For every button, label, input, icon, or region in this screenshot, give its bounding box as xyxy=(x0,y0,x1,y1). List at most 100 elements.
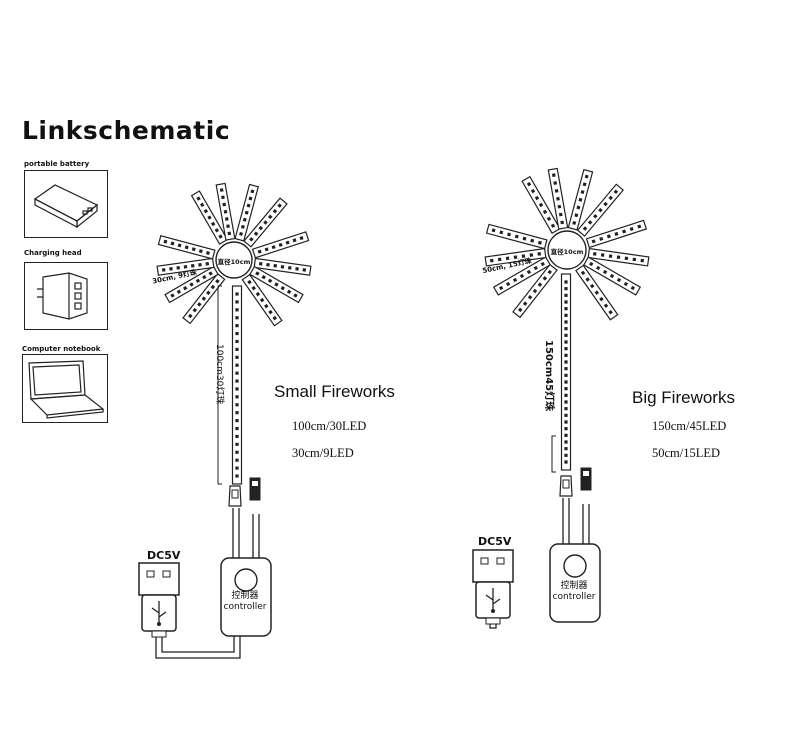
laptop-box xyxy=(22,354,108,423)
led-dot xyxy=(564,347,568,351)
led-dot xyxy=(249,237,254,242)
small-trunk-label: 100cm30灯珠 xyxy=(214,344,224,405)
big-usb-cable-stub xyxy=(489,624,497,629)
led-dot xyxy=(519,273,525,279)
led-dot xyxy=(564,440,568,444)
led-dot xyxy=(517,307,523,313)
led-dot xyxy=(197,302,202,307)
led-dot xyxy=(221,195,225,200)
small-connector-pin xyxy=(231,489,239,499)
led-dot xyxy=(258,225,264,231)
led-dot xyxy=(613,189,619,195)
led-dot xyxy=(235,347,239,351)
led-dot xyxy=(285,240,290,245)
big-controller-cn: 控制器 xyxy=(560,581,588,591)
led-dot xyxy=(244,210,249,215)
battery-icon xyxy=(33,184,99,229)
small-branch-strip xyxy=(243,197,288,248)
led-dot xyxy=(223,209,228,214)
led-dot xyxy=(258,261,263,266)
led-dot xyxy=(498,285,504,291)
big-usb-symbol-icon xyxy=(485,588,501,610)
led-dot xyxy=(564,380,568,384)
led-dot xyxy=(564,307,568,311)
led-dot xyxy=(522,236,527,241)
led-dot xyxy=(527,295,533,300)
led-dot xyxy=(189,282,194,287)
small-branch-strip xyxy=(182,272,226,325)
led-dot xyxy=(224,217,229,221)
led-dot xyxy=(564,420,568,424)
led-dot xyxy=(191,247,196,252)
led-dot xyxy=(235,395,239,399)
led-dot xyxy=(286,289,292,295)
led-dot xyxy=(264,303,269,309)
led-dot xyxy=(240,224,245,229)
big-branch-strip xyxy=(585,219,648,249)
small-branch-strip xyxy=(234,183,260,242)
big-trunk-strip xyxy=(560,273,572,471)
big-usb-symbol-dot xyxy=(491,609,495,613)
led-dot xyxy=(553,181,558,185)
led-dot xyxy=(603,201,608,207)
led-dot xyxy=(192,307,198,313)
led-dot xyxy=(558,212,563,217)
big-controller-cable xyxy=(582,504,590,544)
led-dot xyxy=(266,262,270,267)
led-dot xyxy=(170,241,175,246)
big-branch-strip xyxy=(492,256,552,296)
big-branch-strip xyxy=(576,183,625,237)
led-dot xyxy=(609,273,615,279)
charger-label: Charging head xyxy=(24,249,82,257)
led-dot xyxy=(550,223,556,228)
led-dot xyxy=(564,427,568,431)
led-dot xyxy=(564,280,568,284)
led-dot xyxy=(251,285,256,291)
led-dot xyxy=(267,214,273,220)
led-dot xyxy=(235,300,239,304)
small-branch-strip xyxy=(241,273,283,327)
big-connector-slot xyxy=(583,471,589,476)
battery-label: portable battery xyxy=(24,160,90,168)
led-dot xyxy=(235,292,239,296)
small-dc5v-label: DC5V xyxy=(147,549,181,562)
led-dot xyxy=(595,265,601,271)
led-dot xyxy=(591,239,596,244)
led-dot xyxy=(589,261,594,267)
led-dot xyxy=(574,213,579,218)
led-dot xyxy=(526,181,532,187)
led-dot xyxy=(215,279,220,284)
led-dot xyxy=(280,285,285,291)
led-dot xyxy=(161,268,166,272)
big-branch-strip xyxy=(575,264,619,321)
big-dc5v-label: DC5V xyxy=(478,535,512,548)
big-controller-button xyxy=(563,554,587,578)
big-spec-branch: 50cm/15LED xyxy=(652,446,721,460)
led-dot xyxy=(505,256,510,261)
led-dot xyxy=(564,287,568,291)
led-dot xyxy=(564,293,568,297)
led-dot xyxy=(629,226,634,232)
led-dot xyxy=(580,270,586,276)
led-dot xyxy=(278,242,283,247)
small-hub xyxy=(215,241,253,279)
led-dot xyxy=(292,238,297,243)
led-dot xyxy=(564,360,568,364)
led-dot xyxy=(599,296,604,302)
led-dot xyxy=(274,282,279,287)
led-dot xyxy=(514,234,519,239)
led-dot xyxy=(198,249,203,254)
led-dot xyxy=(205,261,210,266)
led-dot xyxy=(219,188,224,192)
led-dot xyxy=(242,217,247,222)
led-dot xyxy=(578,197,583,202)
led-dot xyxy=(497,257,502,262)
led-dot xyxy=(608,310,613,315)
led-dot xyxy=(603,303,609,308)
led-dot xyxy=(564,387,568,391)
led-dot xyxy=(207,215,212,220)
led-dot xyxy=(512,277,518,283)
led-dot xyxy=(608,254,613,258)
led-dot xyxy=(598,207,603,213)
page-title: Linkschematic xyxy=(22,116,231,145)
